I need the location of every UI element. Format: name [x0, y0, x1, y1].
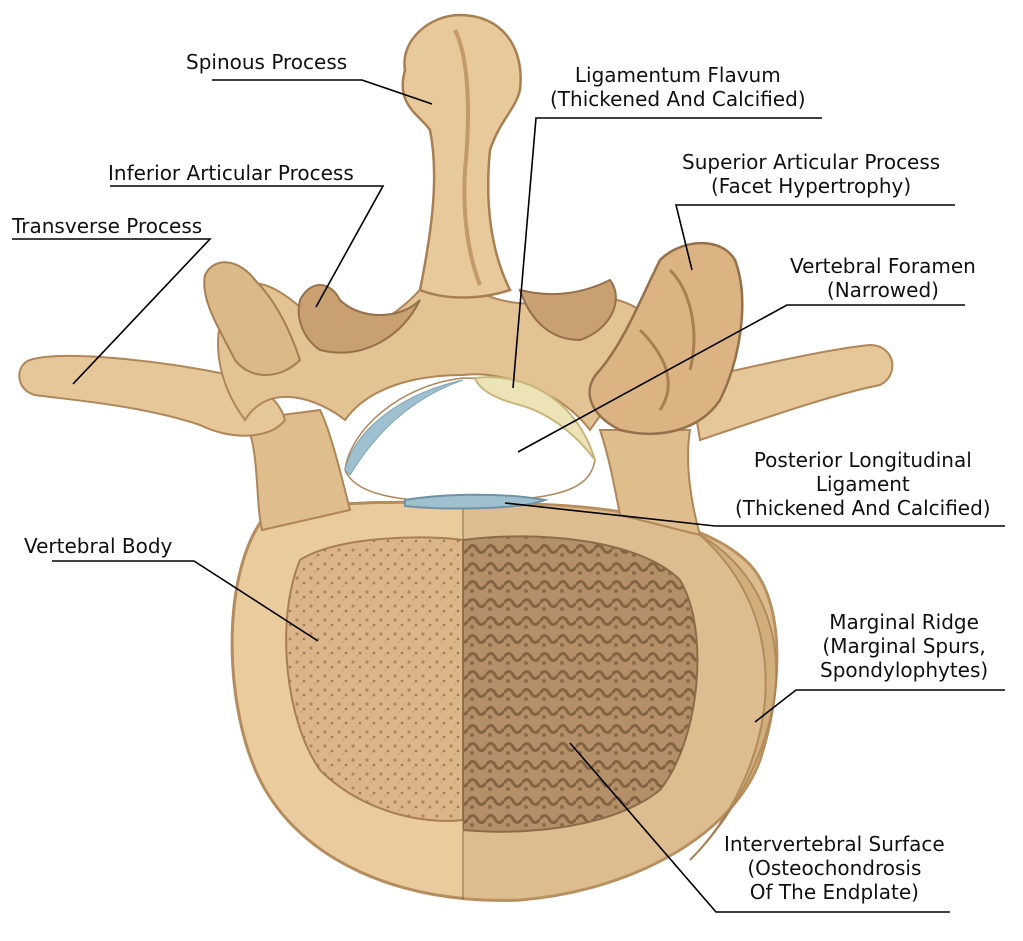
leader-spinous: [212, 79, 433, 105]
label-intervertebral-surface: Intervertebral Surface (Osteochondrosis …: [724, 832, 945, 904]
left-pedicle-shape: [243, 408, 352, 532]
right-transverse-process-shape: [688, 343, 894, 442]
leader-marginal-ridge: [754, 689, 1005, 723]
left-transverse-process-shape: [18, 354, 287, 437]
label-marginal-ridge: Marginal Ridge (Marginal Spurs, Spondylo…: [820, 610, 989, 682]
right-pedicle-shape: [598, 429, 702, 537]
leader-posterior-longitudinal: [504, 502, 1005, 527]
label-vertebral-foramen: Vertebral Foramen (Narrowed): [790, 254, 976, 302]
left-ligament-shape: [344, 379, 464, 476]
label-ligamentum-flavum: Ligamentum Flavum (Thickened And Calcifi…: [550, 63, 806, 111]
leader-transverse: [12, 238, 212, 385]
inferior-articular-process-shape: [297, 284, 421, 354]
label-posterior-longitudinal-ligament: Posterior Longitudinal Ligament (Thicken…: [735, 448, 991, 520]
leader-inferior-articular: [110, 185, 385, 308]
label-spinous-process: Spinous Process: [186, 50, 348, 74]
leader-ligamentum-flavum: [512, 117, 822, 389]
posterior-longitudinal-ligament-shape: [404, 493, 549, 510]
label-superior-articular-process: Superior Articular Process (Facet Hypert…: [682, 150, 941, 198]
leader-intervertebral-surface: [569, 742, 950, 913]
label-transverse-process: Transverse Process: [12, 214, 203, 238]
vertebral-body-shape: [230, 500, 779, 902]
leader-vertebral-body: [52, 560, 319, 642]
leader-superior-articular: [674, 204, 955, 271]
leader-lines: [12, 79, 1005, 913]
label-vertebral-body: Vertebral Body: [24, 534, 173, 558]
superior-articular-process-shape: [588, 241, 744, 435]
spinous-process-shape: [401, 13, 522, 299]
ligamentum-flavum-shape: [473, 376, 596, 461]
label-inferior-articular-process: Inferior Articular Process: [108, 161, 354, 185]
leader-vertebral-foramen: [517, 304, 965, 453]
